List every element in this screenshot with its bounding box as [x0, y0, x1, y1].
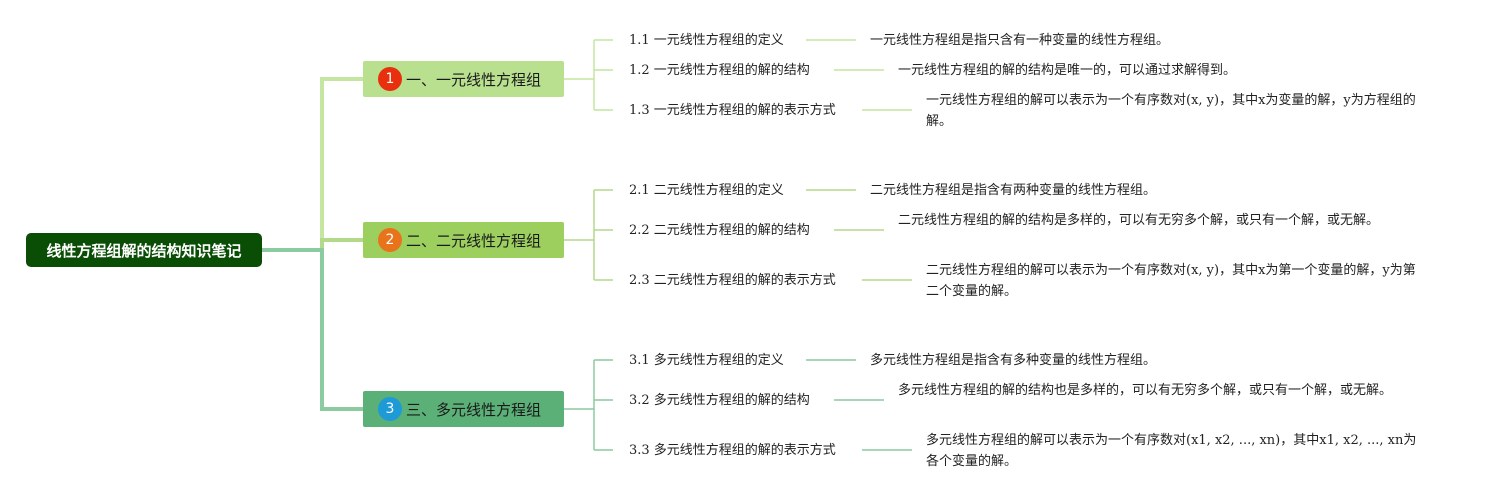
branch-node-2[interactable]: 2 二、二元线性方程组	[363, 222, 564, 258]
subtopic-node[interactable]: 3.3 多元线性方程组的解的表示方式	[629, 443, 836, 458]
root-label: 线性方程组解的结构知识笔记	[46, 241, 242, 260]
subtopic-node[interactable]: 1.1 一元线性方程组的定义	[629, 33, 784, 48]
content-note: 多元线性方程组的解的结构也是多样的，可以有无穷多个解，或只有一个解，或无解。	[898, 383, 1393, 398]
content-note: 二元线性方程组是指含有两种变量的线性方程组。	[870, 183, 1157, 198]
content-note: 二元线性方程组的解的结构是多样的，可以有无穷多个解，或只有一个解，或无解。	[898, 213, 1380, 228]
subtopic-node[interactable]: 3.2 多元线性方程组的解的结构	[629, 393, 810, 408]
branch-number-badge: 2	[378, 228, 402, 252]
content-note: 一元线性方程组是指只含有一种变量的线性方程组。	[870, 33, 1170, 48]
content-note: 二元线性方程组的解可以表示为一个有序数对(x, y)，其中x为第一个变量的解，y…	[926, 263, 1416, 299]
branch-node-1[interactable]: 1 一、一元线性方程组	[363, 61, 564, 97]
subtopic-node[interactable]: 3.1 多元线性方程组的定义	[629, 353, 784, 368]
branch-number-badge: 1	[378, 67, 402, 91]
subtopic-node[interactable]: 1.2 一元线性方程组的解的结构	[629, 63, 810, 78]
branch-label: 二、二元线性方程组	[406, 231, 542, 250]
branch-number-badge: 3	[378, 397, 402, 421]
content-note: 一元线性方程组的解可以表示为一个有序数对(x, y)，其中x为变量的解，y为方程…	[926, 93, 1416, 129]
branch-label: 一、一元线性方程组	[406, 70, 542, 89]
branch-node-3[interactable]: 3 三、多元线性方程组	[363, 391, 564, 427]
content-note: 一元线性方程组的解的结构是唯一的，可以通过求解得到。	[898, 63, 1237, 78]
subtopic-node[interactable]: 2.2 二元线性方程组的解的结构	[629, 223, 810, 238]
subtopic-node[interactable]: 2.1 二元线性方程组的定义	[629, 183, 784, 198]
branch-label: 三、多元线性方程组	[406, 400, 542, 419]
subtopic-node[interactable]: 1.3 一元线性方程组的解的表示方式	[629, 103, 836, 118]
subtopic-node[interactable]: 2.3 二元线性方程组的解的表示方式	[629, 273, 836, 288]
content-note: 多元线性方程组的解可以表示为一个有序数对(x1, x2, ..., xn)，其中…	[926, 433, 1417, 469]
content-note: 多元线性方程组是指含有多种变量的线性方程组。	[870, 353, 1157, 368]
root-node[interactable]: 线性方程组解的结构知识笔记	[26, 233, 262, 267]
